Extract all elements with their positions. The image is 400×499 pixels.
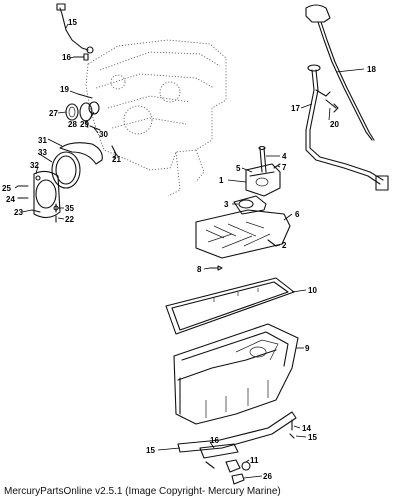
callout-15-lower: 15	[146, 446, 155, 455]
part-15-rail-gasket	[177, 411, 297, 453]
part-4-shaft	[258, 145, 267, 173]
callout-1: 1	[219, 176, 224, 185]
part-31-pin	[89, 125, 101, 131]
callout-6: 6	[295, 210, 300, 219]
part-18-dipstick-tube	[305, 64, 389, 191]
callout-10: 10	[308, 286, 317, 295]
callout-28: 27	[49, 109, 58, 118]
engine-block-outline	[85, 39, 227, 197]
callout-8: 8	[197, 265, 202, 274]
part-8-nut	[209, 265, 223, 271]
part-3-pickup	[238, 199, 254, 209]
callout-5: 5	[236, 164, 241, 173]
callout-32: 31	[38, 136, 47, 145]
callout-3: 3	[224, 200, 229, 209]
callout-29: 28	[68, 120, 77, 129]
part-16-gasket	[199, 443, 239, 459]
part-2-stud	[267, 239, 277, 247]
callout-34: 33	[38, 148, 47, 157]
callout-18: 17	[291, 104, 300, 113]
part-33-seal-retainer	[33, 170, 61, 219]
part-10-oil-pan-gasket	[165, 277, 295, 335]
callout-15: 15	[68, 18, 77, 27]
callout-16: 16	[62, 53, 71, 62]
callout-30: 29	[80, 120, 89, 129]
callout-35: 35	[65, 204, 74, 213]
callout-31: 30	[99, 130, 108, 139]
part-28-ring	[65, 103, 79, 121]
callout-33: 32	[30, 161, 39, 170]
callout-24: 23	[14, 208, 23, 217]
callout-11: 11	[250, 456, 259, 465]
callout-26: 25	[2, 184, 11, 193]
parts-14-17-bolts	[289, 419, 295, 439]
part-30-bushing	[88, 101, 100, 115]
callout-2: 2	[282, 241, 287, 250]
callout-19: 18	[367, 65, 376, 74]
callout-20: 19	[60, 85, 69, 94]
callout-7: 7	[282, 163, 287, 172]
callout-14: 14	[302, 424, 311, 433]
leader-lines	[14, 23, 365, 479]
part-19-dipstick	[305, 4, 375, 141]
callout-17: 15	[308, 433, 317, 442]
callout-9: 9	[305, 344, 310, 353]
part-6-windage-tray	[195, 209, 291, 259]
part-32-gasket	[59, 142, 103, 165]
callout-21: 20	[330, 120, 339, 129]
copyright-caption: MercuryPartsOnline v2.5.1 (Image Copyrig…	[4, 486, 281, 497]
part-34-main-seal	[51, 151, 81, 189]
part-1-oil-pump	[245, 163, 281, 197]
callout-25: 24	[6, 195, 15, 204]
callout-22: 21	[112, 155, 121, 164]
callout-16-lower: 16	[210, 436, 219, 445]
part-21-bolt	[325, 99, 339, 113]
part-9-oil-pan	[173, 323, 299, 425]
part-27-washer	[205, 461, 245, 485]
callout-27: 26	[263, 472, 272, 481]
part-16-bolt	[73, 53, 89, 61]
part-7-bolt	[273, 163, 281, 169]
callout-4: 4	[282, 152, 287, 161]
part-15-tube	[56, 3, 94, 54]
part-20-stud	[77, 93, 93, 99]
callout-23: 22	[65, 215, 74, 224]
callout-labels: 15 16 19 27 28 29 30 21 31 33 32 25 24 2…	[2, 18, 376, 481]
